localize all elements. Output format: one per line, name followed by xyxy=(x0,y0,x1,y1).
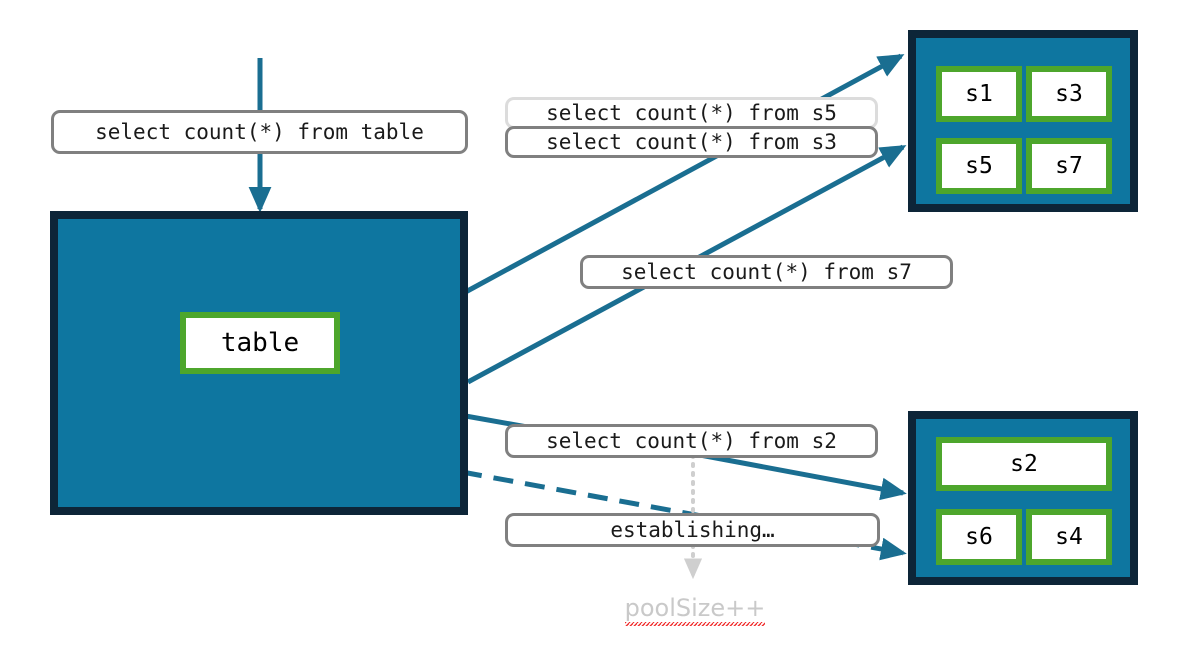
node-s1[interactable]: s1 xyxy=(936,66,1022,122)
node-s3[interactable]: s3 xyxy=(1026,66,1112,122)
edge-label-query-s2[interactable]: select count(*) from s2 xyxy=(505,424,878,458)
edge-label-query-table[interactable]: select count(*) from table xyxy=(51,110,468,154)
edge-table-to-s5 xyxy=(458,53,905,298)
node-s2[interactable]: s2 xyxy=(936,437,1112,491)
edge-label-establishing[interactable]: establishing… xyxy=(505,513,880,547)
edge-label-query-s5[interactable]: select count(*) from s5 xyxy=(505,97,878,129)
node-s7[interactable]: s7 xyxy=(1026,138,1112,194)
node-s6[interactable]: s6 xyxy=(936,509,1022,565)
poolsize-annotation-text: poolSize++ xyxy=(624,594,766,626)
node-s5[interactable]: s5 xyxy=(936,138,1022,194)
edge-label-query-s7[interactable]: select count(*) from s7 xyxy=(580,255,953,289)
node-table[interactable]: table xyxy=(180,312,340,374)
node-s4[interactable]: s4 xyxy=(1026,509,1112,565)
edge-label-query-s3[interactable]: select count(*) from s3 xyxy=(505,126,878,158)
poolsize-annotation: poolSize++ xyxy=(600,594,790,626)
edge-establishing-dashed xyxy=(461,469,907,561)
edge-table-to-s2 xyxy=(699,452,907,501)
